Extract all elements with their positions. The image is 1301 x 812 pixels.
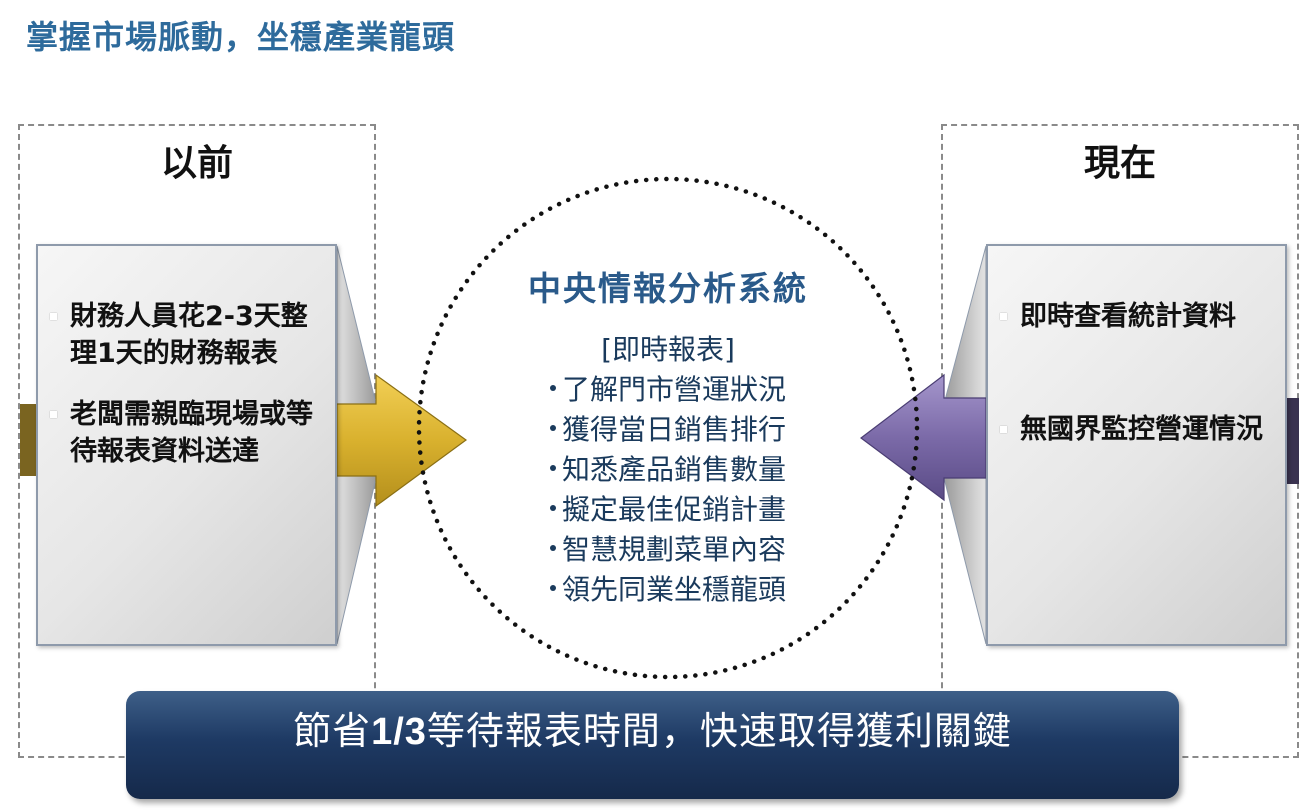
bullet-dot-icon bbox=[549, 425, 556, 431]
bullet-dot-icon bbox=[549, 585, 556, 591]
before-item: 老闆需親臨現場或等待報表資料送達 bbox=[38, 396, 328, 470]
summary-banner: 節省1/3等待報表時間，快速取得獲利關鍵 bbox=[126, 691, 1179, 799]
before-heading: 以前 bbox=[160, 143, 233, 184]
now-item: 即時查看統計資料 bbox=[988, 298, 1278, 335]
now-list: 即時查看統計資料 無國界監控營運情況 bbox=[988, 298, 1278, 448]
center-item: 了解門市營運狀況 bbox=[468, 370, 868, 410]
center-item: 知悉產品銷售數量 bbox=[468, 450, 868, 490]
bullet-dot-icon bbox=[549, 465, 556, 471]
center-item: 領先同業坐穩龍頭 bbox=[468, 570, 868, 610]
before-item: 財務人員花2-3天整理1天的財務報表 bbox=[38, 298, 328, 372]
bullet-dot-icon bbox=[549, 545, 556, 551]
center-subtitle: [即時報表] bbox=[601, 333, 735, 366]
bullet-square-icon bbox=[50, 411, 57, 418]
center-item: 擬定最佳促銷計畫 bbox=[468, 490, 868, 530]
center-system: 中央情報分析系統 [即時報表] 了解門市營運狀況 獲得當日銷售排行 知悉產品銷售… bbox=[468, 262, 868, 610]
center-item: 獲得當日銷售排行 bbox=[468, 410, 868, 450]
bullet-square-icon bbox=[1000, 313, 1007, 320]
page-title: 掌握市場脈動，坐穩產業龍頭 bbox=[26, 18, 456, 56]
center-list: 了解門市營運狀況 獲得當日銷售排行 知悉產品銷售數量 擬定最佳促銷計畫 智慧規劃… bbox=[468, 370, 868, 610]
before-list: 財務人員花2-3天整理1天的財務報表 老闆需親臨現場或等待報表資料送達 bbox=[38, 298, 328, 470]
before-card: 財務人員花2-3天整理1天的財務報表 老闆需親臨現場或等待報表資料送達 bbox=[36, 244, 337, 646]
center-item: 智慧規劃菜單內容 bbox=[468, 530, 868, 570]
bullet-square-icon bbox=[50, 313, 57, 320]
bullet-square-icon bbox=[1000, 426, 1007, 433]
bullet-dot-icon bbox=[549, 385, 556, 391]
now-item: 無國界監控營運情況 bbox=[988, 411, 1278, 448]
banner-prefix: 節省 bbox=[293, 709, 372, 753]
bullet-dot-icon bbox=[549, 505, 556, 511]
center-title: 中央情報分析系統 bbox=[528, 269, 808, 308]
now-card: 即時查看統計資料 無國界監控營運情況 bbox=[986, 244, 1287, 646]
now-heading: 現在 bbox=[1083, 143, 1156, 184]
banner-suffix: 等待報表時間，快速取得獲利關鍵 bbox=[426, 709, 1012, 753]
banner-highlight: 1/3 bbox=[371, 711, 427, 753]
